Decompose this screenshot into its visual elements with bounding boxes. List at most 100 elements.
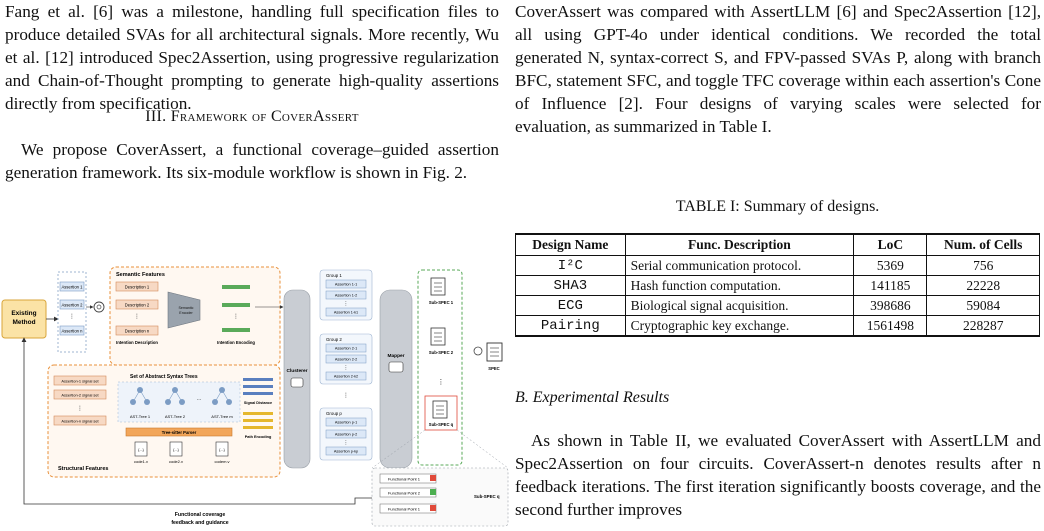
intention-encoding-label: Intention Encoding — [217, 340, 255, 345]
svg-text:Encoder: Encoder — [179, 311, 193, 315]
svg-text:{...}: {...} — [173, 448, 179, 452]
group-2-title: Group 2 — [326, 337, 342, 342]
code-file-2-label: code2.v — [169, 459, 183, 464]
semantic-encoder-label: Semantic — [179, 306, 194, 310]
svg-text:⋮: ⋮ — [343, 392, 349, 399]
ast-tree-2 — [165, 387, 185, 405]
group-p-item-2: Assertion p-2 — [335, 433, 357, 437]
signal-set-1-box — [53, 375, 107, 386]
group-1-item-k: Assertion 1-k1 — [334, 311, 358, 315]
svg-text:…: … — [197, 396, 202, 402]
spec-doc-icon — [486, 342, 503, 362]
framework-figure: Existing Method Assertion 1 Assertion 2 … — [1, 266, 509, 527]
table-row: ECG Biological signal acquisition. 39868… — [515, 295, 1040, 316]
ast-set-title: Set of Abstract Syntax Trees — [130, 374, 198, 380]
assertion-1-label: Assertion 1 — [62, 285, 84, 290]
ast-tree-1-label: AST-Tree 1 — [130, 414, 151, 419]
assertion-1-box — [59, 281, 85, 292]
svg-text:⋮: ⋮ — [344, 301, 349, 307]
subspec-1-doc-icon — [430, 277, 446, 296]
llm-icon — [93, 301, 105, 313]
signal-distance-bars — [243, 378, 273, 395]
table-row: Pairing Cryptographic key exchange. 1561… — [515, 315, 1040, 337]
description-n-label: Description n — [125, 329, 150, 334]
pass-mark-icon — [430, 489, 436, 495]
ast-tree-m-label: AST-Tree m — [211, 414, 233, 419]
subspec-q-doc-icon — [432, 400, 448, 419]
signal-distance-label: Signal Distance — [244, 401, 272, 405]
col-num-cells: Num. of Cells — [926, 233, 1040, 256]
llm-icon-spec — [473, 346, 483, 356]
ast-tree-m — [212, 387, 232, 405]
assertion-2-box — [59, 299, 85, 310]
svg-text:⋮: ⋮ — [344, 440, 349, 446]
fail-mark-icon-2 — [430, 505, 436, 511]
results-paragraph: As shown in Table II, we evaluated Cover… — [515, 431, 1041, 520]
col-design-name: Design Name — [515, 233, 626, 256]
section-title: III. Framework of CoverAssert — [145, 108, 359, 125]
assertion-2-label: Assertion 2 — [62, 303, 84, 308]
code-file-1-label: code1.v — [134, 459, 148, 464]
path-encoding-label: Path Encoding — [245, 435, 272, 439]
svg-text:⋮: ⋮ — [438, 379, 445, 386]
description-2-label: Description 2 — [125, 303, 150, 308]
group-p-item-1: Assertion p-1 — [335, 421, 357, 425]
table-row: I²C Serial communication protocol. 5369 … — [515, 255, 1040, 276]
feedback-label-1: Functional coverage — [175, 512, 226, 518]
tree-sitter-parser — [125, 427, 233, 437]
signal-set-n-box — [53, 415, 107, 426]
subspec-2-label: Sub-SPEC 2 — [429, 350, 454, 355]
fail-mark-icon — [430, 475, 436, 481]
group-p-title: Group p — [326, 411, 342, 416]
functional-point-1-label: Functional Point 1 — [388, 477, 421, 482]
description-n-box — [115, 325, 159, 336]
subsection-title: B. Experimental Results — [515, 389, 670, 406]
ast-tree-1 — [130, 387, 150, 405]
svg-text:⋮: ⋮ — [69, 313, 75, 320]
intention-description-label: Intention Description — [116, 340, 158, 345]
designs-table: Design Name Func. Description LoC Num. o… — [515, 233, 1040, 337]
group-1-title: Group 1 — [326, 273, 342, 278]
code-file-m-label: codem.v — [214, 459, 229, 464]
group-1-item-1: Assertion 1-1 — [335, 283, 357, 287]
semantic-features-title: Semantic Features — [116, 272, 165, 278]
svg-text:{...}: {...} — [219, 448, 225, 452]
signal-set-2-label: Assertion-2 signal set — [61, 393, 99, 398]
signal-set-2-box — [53, 389, 107, 400]
semantic-encoder — [167, 291, 201, 329]
clusterer-robot-icon — [290, 377, 304, 388]
ast-tree-2-label: AST-Tree 2 — [165, 414, 186, 419]
signal-set-n-label: Assertion-n signal set — [61, 419, 99, 424]
svg-text:{...}: {...} — [138, 448, 144, 452]
evaluation-paragraph: CoverAssert was compared with AssertLLM … — [515, 2, 1041, 137]
col-func-description: Func. Description — [624, 233, 855, 256]
signal-set-1-label: Assertion-1 signal set — [61, 379, 99, 384]
existing-method-label: Existing — [11, 310, 36, 317]
spec-label: SPEC — [488, 366, 499, 371]
subspec-q-panel-label: Sub-SPEC q — [474, 494, 500, 499]
code-file-icons: {...} {...} {...} — [134, 441, 229, 457]
functional-point-3-label: Functional Point 1 — [388, 507, 421, 512]
assertion-n-box — [59, 325, 85, 336]
svg-text:⋮: ⋮ — [134, 313, 140, 320]
group-2-item-1: Assertion 2-1 — [335, 347, 357, 351]
structural-features-title: Structural Features — [58, 466, 108, 472]
mapper-block — [379, 289, 413, 469]
intro-paragraph: Fang et al. [6] was a milestone, handlin… — [5, 2, 499, 114]
subspec-2-doc-icon — [430, 327, 446, 346]
group-2-item-k: Assertion 2-k2 — [334, 375, 358, 379]
svg-text:⋮: ⋮ — [77, 405, 83, 412]
subspec-q-label: Sub-SPEC q — [429, 422, 454, 427]
table-caption: TABLE I: Summary of designs. — [675, 198, 880, 215]
description-1-label: Description 1 — [125, 285, 150, 290]
section-paragraph: We propose CoverAssert, a functional cov… — [5, 140, 499, 183]
table-row: SHA3 Hash function computation. 141185 2… — [515, 275, 1040, 296]
svg-text:⋮: ⋮ — [233, 313, 239, 320]
assertion-n-label: Assertion n — [62, 329, 84, 334]
mapper-robot-icon — [388, 361, 404, 373]
group-2-item-2: Assertion 2-2 — [335, 358, 357, 362]
intention-encoding-bars: ⋮ — [222, 285, 250, 332]
description-1-box — [115, 281, 159, 292]
functional-point-2-label: Functional Point 2 — [388, 491, 421, 496]
clusterer-label: Clusterer — [286, 368, 307, 374]
